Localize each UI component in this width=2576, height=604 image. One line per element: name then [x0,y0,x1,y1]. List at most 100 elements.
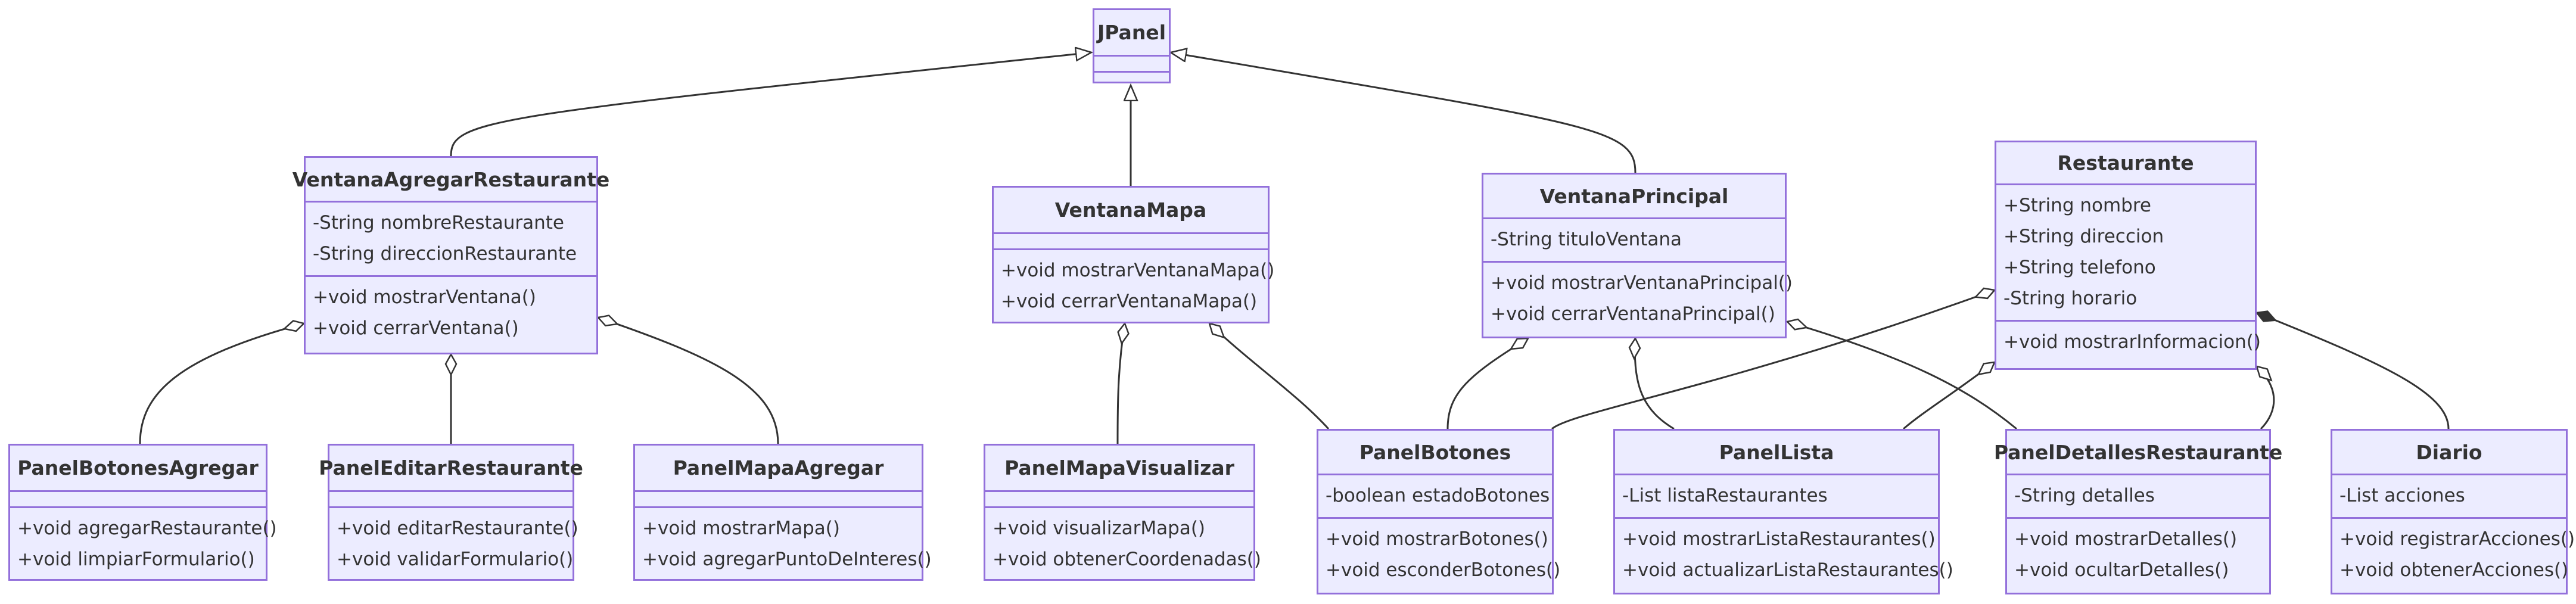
class-name: JPanel [1094,10,1169,57]
class-panel-botones[interactable]: PanelBotones -boolean estadoBotones +voi… [1317,429,1561,594]
edge-ventanaagregar-has-panelmapaagregar [598,317,779,444]
class-methods: +void mostrarVentanaPrincipal() +void ce… [1483,261,1793,335]
class-attributes [329,492,573,506]
class-methods: +void mostrarDetalles() +void ocultarDet… [2007,517,2269,591]
class-attributes: -List listaRestaurantes [1615,475,1938,517]
class-attributes: -String nombreRestaurante -String direcc… [306,203,596,275]
class-methods: +void mostrarInformacion() [1996,320,2261,363]
edge-ventanamapa-has-panelmapavisualizar [1116,323,1125,444]
class-name: PanelMapaVisualizar [985,446,1253,492]
class-name: VentanaPrincipal [1483,175,1785,219]
class-panel-mapa-agregar[interactable]: PanelMapaAgregar +void mostrarMapa() +vo… [633,444,932,581]
method: +void registrarAcciones() [2339,528,2575,550]
method: +void cerrarVentanaMapa() [1001,291,1258,312]
class-attributes [635,492,922,506]
class-name: PanelDetallesRestaurante [1994,431,2282,475]
class-methods: +void visualizarMapa() +void obtenerCoor… [985,506,1261,581]
edge-ventanaprincipal-has-panellista [1635,338,1675,430]
method: +void esconderBotones() [1326,559,1561,581]
method: +void mostrarVentanaMapa() [1001,260,1275,281]
class-methods: +void registrarAcciones() +void obtenerA… [2332,517,2575,591]
method: +void obtenerAcciones() [2339,559,2569,581]
class-name: VentanaAgregarRestaurante [293,158,609,203]
class-attributes [10,492,266,506]
class-diario[interactable]: Diario -List acciones +void registrarAcc… [2331,429,2575,594]
class-attributes: -List acciones [2332,475,2566,517]
edge-restaurante-composes-diario [2257,313,2450,429]
class-panel-lista[interactable]: PanelLista -List listaRestaurantes +void… [1613,429,1953,594]
method: +void validarFormulario() [337,549,574,570]
class-attributes: -String detalles [2007,475,2269,517]
method: +void mostrarDetalles() [2014,528,2238,550]
method: +void mostrarListaRestaurantes() [1622,528,1936,550]
class-attributes: +String nombre +String direccion +String… [1996,185,2255,320]
class-name: PanelBotonesAgregar [10,446,266,492]
edge-ventanaprincipal-has-paneldetalles [1787,322,2017,430]
edge-ventanaprincipal-has-panelbotones [1446,338,1528,429]
attribute: +String nombre [2003,195,2151,216]
method: +void cerrarVentanaPrincipal() [1491,303,1775,325]
method: +void obtenerCoordenadas() [993,549,1261,570]
class-attributes: -boolean estadoBotones [1318,475,1552,517]
class-attributes [1094,57,1169,71]
class-name: PanelEditarRestaurante [319,446,583,492]
class-attributes [994,234,1268,248]
class-ventana-agregar-restaurante[interactable]: VentanaAgregarRestaurante -String nombre… [293,156,609,354]
attribute: -List listaRestaurantes [1622,485,1828,506]
class-methods: +void mostrarMapa() +void agregarPuntoDe… [635,506,932,581]
attribute: -String direccionRestaurante [313,243,577,264]
method: +void mostrarVentanaPrincipal() [1491,272,1793,294]
method: +void mostrarInformacion() [2003,331,2261,353]
class-name: PanelBotones [1318,431,1552,475]
class-methods: +void mostrarListaRestaurantes() +void a… [1615,517,1953,591]
class-methods: +void editarRestaurante() +void validarF… [329,506,578,581]
class-ventana-mapa[interactable]: VentanaMapa +void mostrarVentanaMapa() +… [992,186,1275,323]
method: +void mostrarBotones() [1326,528,1548,550]
class-methods [1094,71,1169,85]
class-attributes [985,492,1253,506]
attribute: -List acciones [2339,485,2465,506]
method: +void mostrarMapa() [642,518,840,539]
method: +void agregarRestaurante() [17,518,277,539]
class-methods: +void mostrarVentanaMapa() +void cerrarV… [994,248,1275,323]
method: +void visualizarMapa() [993,518,1206,539]
attribute: -String detalles [2014,485,2155,506]
class-name: Restaurante [1996,142,2255,185]
edge-restaurante-has-panellista [1903,362,1995,430]
class-panel-detalles-restaurante[interactable]: PanelDetallesRestaurante -String detalle… [1994,429,2282,594]
attribute: -boolean estadoBotones [1326,485,1550,506]
edge-restaurante-has-panelbotones [1551,290,1995,430]
edge-restaurante-has-paneldetalles [2257,366,2275,430]
attribute: -String nombreRestaurante [313,212,564,233]
edge-ventanaagregar-has-panelbotonesagregar [139,323,304,444]
method: +void editarRestaurante() [337,518,578,539]
attribute: -String tituloVentana [1491,229,1682,250]
method: +void mostrarVentana() [313,287,536,308]
class-name: VentanaMapa [994,188,1268,234]
class-name: PanelMapaAgregar [635,446,922,492]
method: +void actualizarListaRestaurantes() [1622,559,1953,581]
method: +void agregarPuntoDeInteres() [642,549,932,570]
method: +void cerrarVentana() [313,317,519,339]
attribute: +String direccion [2003,226,2164,247]
class-panel-botones-agregar[interactable]: PanelBotonesAgregar +void agregarRestaur… [8,444,277,581]
method: +void limpiarFormulario() [17,549,255,570]
edge-ventanamapa-has-panelbotones [1209,323,1330,430]
attribute: +String telefono [2003,257,2156,278]
class-name: Diario [2332,431,2566,475]
class-panel-editar-restaurante[interactable]: PanelEditarRestaurante +void editarResta… [319,444,583,581]
edge-ventanaprincipal-inherits-jpanel [1171,52,1637,173]
class-jpanel[interactable]: JPanel [1093,8,1171,83]
class-name: PanelLista [1615,431,1938,475]
class-methods: +void mostrarBotones() +void esconderBot… [1318,517,1561,591]
edge-ventanaagregar-inherits-jpanel [450,52,1091,157]
class-methods: +void agregarRestaurante() +void limpiar… [10,506,277,581]
class-methods: +void mostrarVentana() +void cerrarVenta… [306,275,596,350]
class-ventana-principal[interactable]: VentanaPrincipal -String tituloVentana +… [1482,173,1793,338]
class-restaurante[interactable]: Restaurante +String nombre +String direc… [1995,141,2261,370]
method: +void ocultarDetalles() [2014,559,2229,581]
attribute: -String horario [2003,288,2138,309]
class-panel-mapa-visualizar[interactable]: PanelMapaVisualizar +void visualizarMapa… [984,444,1261,581]
